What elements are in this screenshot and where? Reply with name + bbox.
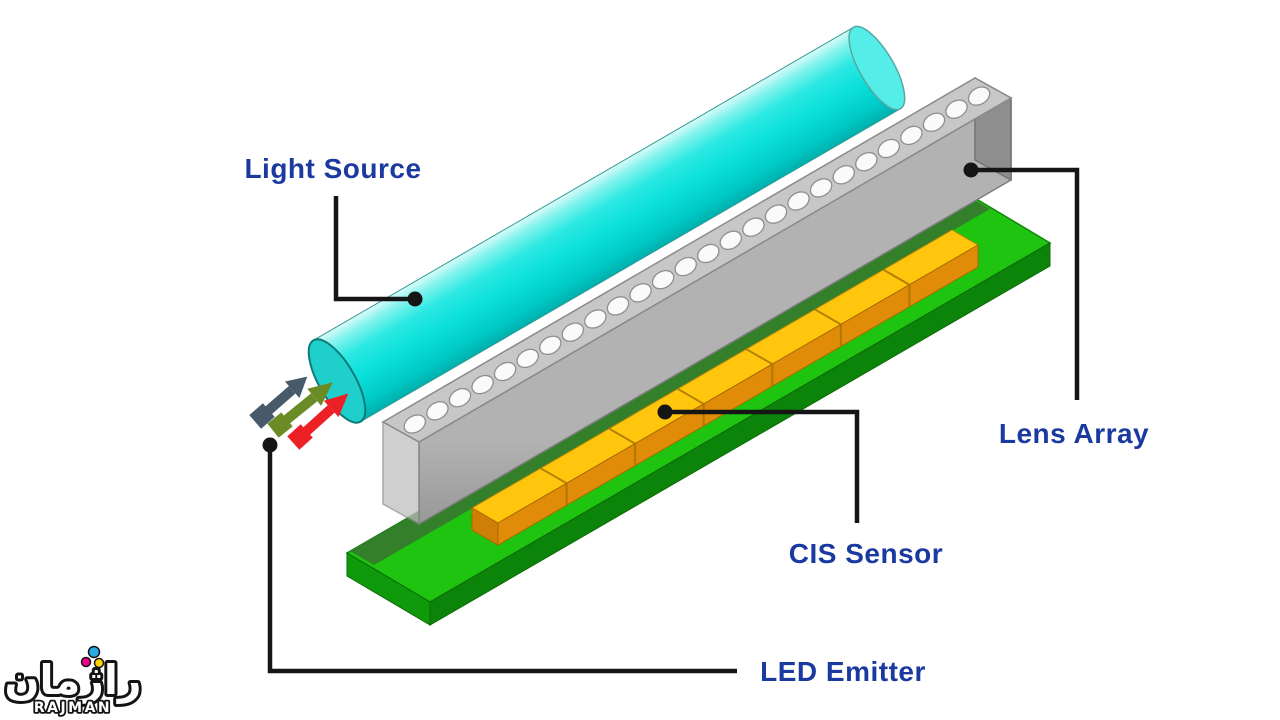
lens-array-bar bbox=[381, 76, 1013, 526]
led-arrow-red bbox=[287, 393, 349, 450]
lens-hole bbox=[606, 296, 630, 316]
lens-hole bbox=[900, 125, 923, 146]
brand-logo: راژمان RAJMAN bbox=[1, 645, 145, 718]
sensor-segment-joint bbox=[745, 348, 774, 387]
lens-hole bbox=[426, 401, 449, 421]
lens-hole bbox=[764, 204, 788, 224]
lens-hole bbox=[539, 335, 562, 356]
lens-hole bbox=[809, 178, 833, 198]
led-emitter-label: LED Emitter bbox=[760, 656, 926, 687]
lens-hole bbox=[403, 414, 427, 434]
lens-hole bbox=[967, 86, 991, 106]
brand-logo-latin-text: RAJMAN bbox=[34, 700, 112, 716]
lens-hole bbox=[877, 138, 901, 159]
lens-array-leader bbox=[963, 162, 1080, 400]
brand-logo-farsi-text: راژمان bbox=[4, 656, 141, 704]
led-emitter-leader bbox=[262, 437, 737, 674]
cis-sensor-leader bbox=[657, 404, 860, 523]
sensor-segment-joint bbox=[608, 427, 637, 466]
sensor-segment-joint bbox=[677, 388, 705, 426]
lens-hole bbox=[561, 322, 585, 342]
sensor-segment-joint bbox=[882, 268, 911, 307]
lens-bar-left-end-face bbox=[382, 420, 420, 526]
light-source-leader bbox=[333, 196, 423, 307]
lens-hole bbox=[719, 230, 743, 251]
lens-hole bbox=[629, 283, 652, 303]
pcb-front-side-face bbox=[429, 242, 1051, 626]
cis-sensor-chip bbox=[471, 229, 979, 546]
cis-sensor-label: CIS Sensor bbox=[789, 538, 943, 569]
lens-array-label: Lens Array bbox=[999, 418, 1149, 449]
lens-hole bbox=[516, 348, 539, 369]
lens-hole bbox=[832, 165, 855, 185]
led-arrow-dark bbox=[249, 376, 308, 429]
sensor-left-end-face bbox=[471, 507, 499, 546]
sensor-segments bbox=[540, 268, 911, 506]
lens-hole bbox=[787, 191, 810, 211]
leader-lines bbox=[262, 162, 1080, 674]
lens-hole bbox=[448, 387, 472, 408]
lens-hole bbox=[922, 112, 946, 133]
lens-hole bbox=[651, 269, 675, 290]
lens-hole bbox=[945, 99, 968, 119]
led-arrow-green bbox=[267, 382, 333, 438]
led-emitter-arrows bbox=[249, 376, 349, 450]
lens-hole bbox=[855, 151, 878, 172]
lens-hole bbox=[742, 217, 765, 237]
callout-labels: Light Source Lens Array CIS Sensor LED E… bbox=[244, 153, 1149, 687]
sensor-segment-joint bbox=[540, 467, 568, 506]
logo-magenta-dot bbox=[80, 656, 92, 668]
lens-hole bbox=[471, 374, 494, 395]
lens-array-anchor-dot bbox=[963, 162, 979, 178]
lens-hole bbox=[584, 309, 607, 329]
lens-hole bbox=[493, 361, 517, 382]
light-source-label: Light Source bbox=[244, 153, 421, 184]
cis-sensor-anchor-dot bbox=[657, 404, 673, 420]
brand-logo-cmyk-dots bbox=[80, 645, 105, 669]
logo-yellow-dot bbox=[93, 657, 105, 669]
light-source-cylinder bbox=[307, 25, 906, 424]
cylinder-right-cap bbox=[848, 25, 906, 111]
lens-hole bbox=[674, 256, 697, 277]
light-source-anchor-dot bbox=[407, 291, 423, 307]
led-emitter-anchor-dot bbox=[262, 437, 278, 453]
lens-holes bbox=[403, 86, 991, 434]
logo-cyan-dot bbox=[87, 645, 101, 659]
lens-hole bbox=[697, 243, 720, 264]
sensor-segment-joint bbox=[814, 308, 842, 347]
pcb-shadow-strip bbox=[350, 195, 990, 565]
